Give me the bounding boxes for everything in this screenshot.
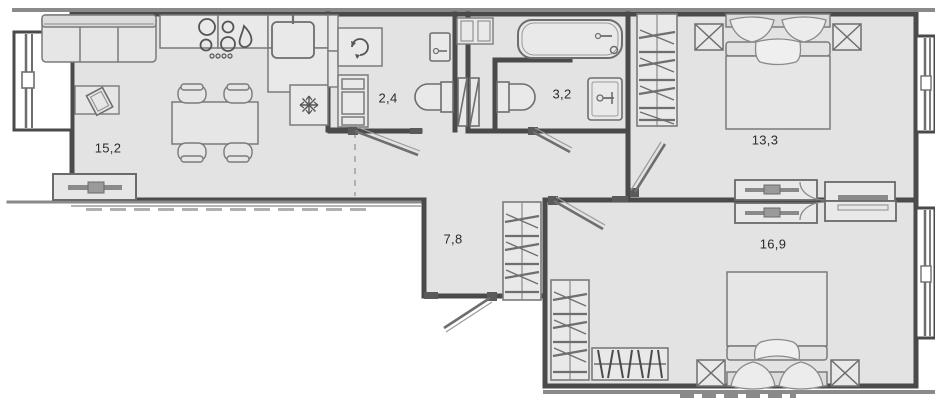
wardrobe-hallway-upper bbox=[502, 201, 542, 301]
room-hallway: 7,8 bbox=[444, 231, 463, 246]
water-drop-icon bbox=[238, 24, 253, 48]
sofa bbox=[41, 14, 157, 63]
tv-console bbox=[52, 173, 137, 201]
wardrobe-bedroom-small bbox=[636, 13, 678, 127]
tall-cabinet bbox=[327, 14, 339, 88]
room-bedroom-small: 13,3 bbox=[694, 13, 862, 147]
door-bedroom-small bbox=[630, 141, 667, 197]
door-entrance bbox=[443, 292, 497, 333]
facade-ticks bbox=[680, 394, 796, 398]
kitchen-sink bbox=[271, 14, 315, 59]
dining-chair bbox=[177, 83, 253, 163]
door-bedroom-large bbox=[548, 196, 606, 231]
area-label-bathroom-small: 2,4 bbox=[379, 90, 398, 105]
double-bed bbox=[725, 13, 831, 130]
washing-machine bbox=[337, 27, 383, 67]
wardrobe-bedroom-large-bottom bbox=[591, 347, 669, 381]
area-label-bathroom-main: 3,2 bbox=[553, 86, 572, 101]
area-label-bedroom-small: 13,3 bbox=[752, 132, 779, 147]
area-label-hallway: 7,8 bbox=[444, 231, 463, 246]
room-living-kitchen: 15,2 bbox=[41, 14, 339, 201]
cooktop-icon bbox=[198, 18, 236, 59]
room-bathroom-small: 2,4 bbox=[337, 27, 454, 128]
coffee-table bbox=[74, 85, 120, 117]
bathtub bbox=[517, 19, 623, 59]
cabinet bbox=[337, 74, 369, 128]
toilet bbox=[496, 81, 536, 113]
console-cabinet bbox=[799, 181, 897, 222]
room-bedroom-large: 16,9 bbox=[696, 179, 897, 390]
door-bathroom-small bbox=[348, 126, 421, 157]
wardrobe-bedroom-large-left bbox=[550, 279, 590, 381]
facade-ticks-left bbox=[86, 208, 366, 211]
snowflake-icon bbox=[299, 95, 319, 115]
room-bathroom-main: 3,2 bbox=[517, 19, 623, 121]
refrigerator bbox=[289, 84, 329, 126]
washbasin bbox=[587, 77, 623, 121]
door-bathroom-main bbox=[528, 127, 573, 154]
dining-table bbox=[171, 101, 259, 145]
dresser bbox=[734, 179, 818, 224]
window-right-lower bbox=[914, 206, 935, 340]
washbasin bbox=[429, 32, 451, 62]
doors bbox=[348, 126, 667, 333]
thresholds bbox=[410, 128, 628, 299]
double-bed bbox=[726, 271, 828, 390]
nightstand bbox=[694, 23, 862, 51]
area-label-bedroom-large: 16,9 bbox=[760, 236, 787, 251]
nightstand bbox=[696, 359, 860, 387]
toilet bbox=[414, 81, 454, 113]
window-right-upper bbox=[914, 34, 935, 134]
corridor-fixtures bbox=[456, 17, 536, 127]
area-label-living-kitchen: 15,2 bbox=[95, 140, 122, 155]
